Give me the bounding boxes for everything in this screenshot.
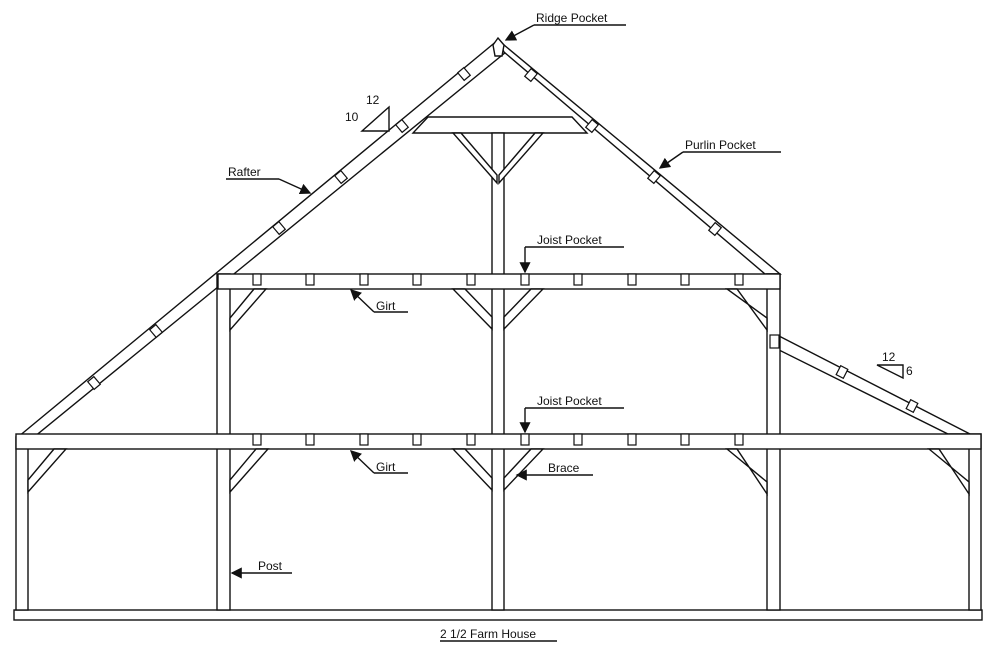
callout-joist-pocket-lower: Joist Pocket <box>519 394 624 434</box>
callout-girt-upper: Girt <box>349 289 408 313</box>
braces <box>27 132 970 497</box>
callout-joist-pocket-upper: Joist Pocket <box>519 233 624 274</box>
callout-rafter: Rafter <box>226 165 312 195</box>
callout-post: Post <box>230 559 292 579</box>
post-center <box>491 132 505 611</box>
pitch-symbol-main: 12 10 <box>345 93 390 132</box>
caption-text: 2 1/2 Farm House <box>440 627 536 641</box>
label-girt-lower: Girt <box>376 460 396 474</box>
label-purlin-pocket: Purlin Pocket <box>685 138 756 152</box>
drawing-caption: 2 1/2 Farm House <box>440 627 557 642</box>
label-joist-pocket-lower: Joist Pocket <box>537 394 602 408</box>
ridge-pocket <box>492 36 505 57</box>
label-ridge-pocket: Ridge Pocket <box>536 11 608 25</box>
label-rafter: Rafter <box>228 165 261 179</box>
label-girt-upper: Girt <box>376 299 396 313</box>
girt-upper <box>217 273 781 290</box>
girt-lower <box>15 433 982 450</box>
pitch-main-run: 12 <box>366 93 380 107</box>
shed-rafter <box>778 334 971 435</box>
joist-pockets-lower <box>252 433 744 446</box>
callout-brace: Brace <box>515 461 593 481</box>
label-post: Post <box>258 559 283 573</box>
joist-pockets-upper <box>252 273 744 286</box>
callout-purlin-pocket: Purlin Pocket <box>658 138 781 169</box>
callout-girt-lower: Girt <box>349 450 408 474</box>
callout-ridge-pocket: Ridge Pocket <box>504 11 626 41</box>
rafter-left <box>16 38 507 438</box>
pitch-symbol-shed: 12 6 <box>876 350 913 380</box>
sill-beam <box>13 609 983 621</box>
post-far-right <box>968 433 982 611</box>
pitch-main-rise: 10 <box>345 110 359 124</box>
purlin-pockets <box>86 66 919 414</box>
collar-tie <box>411 116 589 134</box>
post-far-left <box>15 436 29 611</box>
label-brace: Brace <box>548 461 580 475</box>
label-joist-pocket-upper: Joist Pocket <box>537 233 602 247</box>
pitch-shed-run: 12 <box>882 350 896 364</box>
pitch-shed-rise: 6 <box>906 364 913 378</box>
